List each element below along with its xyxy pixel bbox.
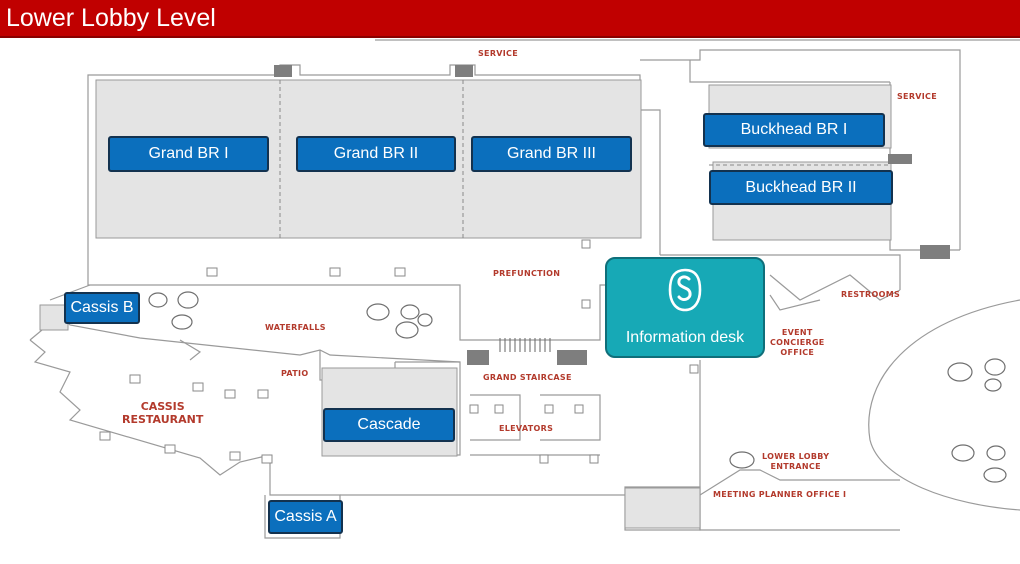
label-cassis-line: CASSIS <box>140 400 185 413</box>
title-bar: Lower Lobby Level <box>0 0 1020 38</box>
label-grand-staircase: GRAND STAIRCASE <box>483 373 572 382</box>
room-grand-br-1[interactable]: Grand BR I <box>108 136 269 172</box>
room-cascade[interactable]: Cascade <box>323 408 455 442</box>
label-event-line: EVENT <box>781 328 813 337</box>
label-entrance-line: ENTRANCE <box>770 462 821 471</box>
room-buckhead-br-1[interactable]: Buckhead BR I <box>703 113 885 147</box>
concierge-swirl-icon <box>668 268 702 312</box>
room-cassis-b[interactable]: Cassis B <box>64 292 140 324</box>
label-prefunction: PREFUNCTION <box>493 269 561 278</box>
label-meeting-planner-office: MEETING PLANNER OFFICE I <box>713 490 847 499</box>
label-patio: PATIO <box>281 369 309 378</box>
label-waterfalls: WATERFALLS <box>265 323 326 332</box>
label-cassis-restaurant: CASSIS RESTAURANT <box>122 400 203 426</box>
label-restrooms: RESTROOMS <box>841 290 901 299</box>
information-desk[interactable]: Information desk <box>605 257 765 358</box>
label-elevators: ELEVATORS <box>499 424 554 433</box>
room-grand-br-3[interactable]: Grand BR III <box>471 136 632 172</box>
label-concierge-line: CONCIERGE <box>770 338 825 347</box>
information-desk-label: Information desk <box>625 329 745 346</box>
label-restaurant-line: RESTAURANT <box>122 413 204 426</box>
room-cassis-a[interactable]: Cassis A <box>268 500 343 534</box>
page-title: Lower Lobby Level <box>6 4 216 32</box>
label-service-right: SERVICE <box>897 92 937 101</box>
label-service-top: SERVICE <box>478 49 518 58</box>
label-lower-lobby-line: LOWER LOBBY <box>762 452 830 461</box>
room-grand-br-2[interactable]: Grand BR II <box>296 136 456 172</box>
label-office-line: OFFICE <box>780 348 815 357</box>
label-event-concierge: EVENT CONCIERGE OFFICE <box>770 328 825 358</box>
label-lower-lobby-entrance: LOWER LOBBY ENTRANCE <box>762 452 829 472</box>
room-buckhead-br-2[interactable]: Buckhead BR II <box>709 170 893 205</box>
